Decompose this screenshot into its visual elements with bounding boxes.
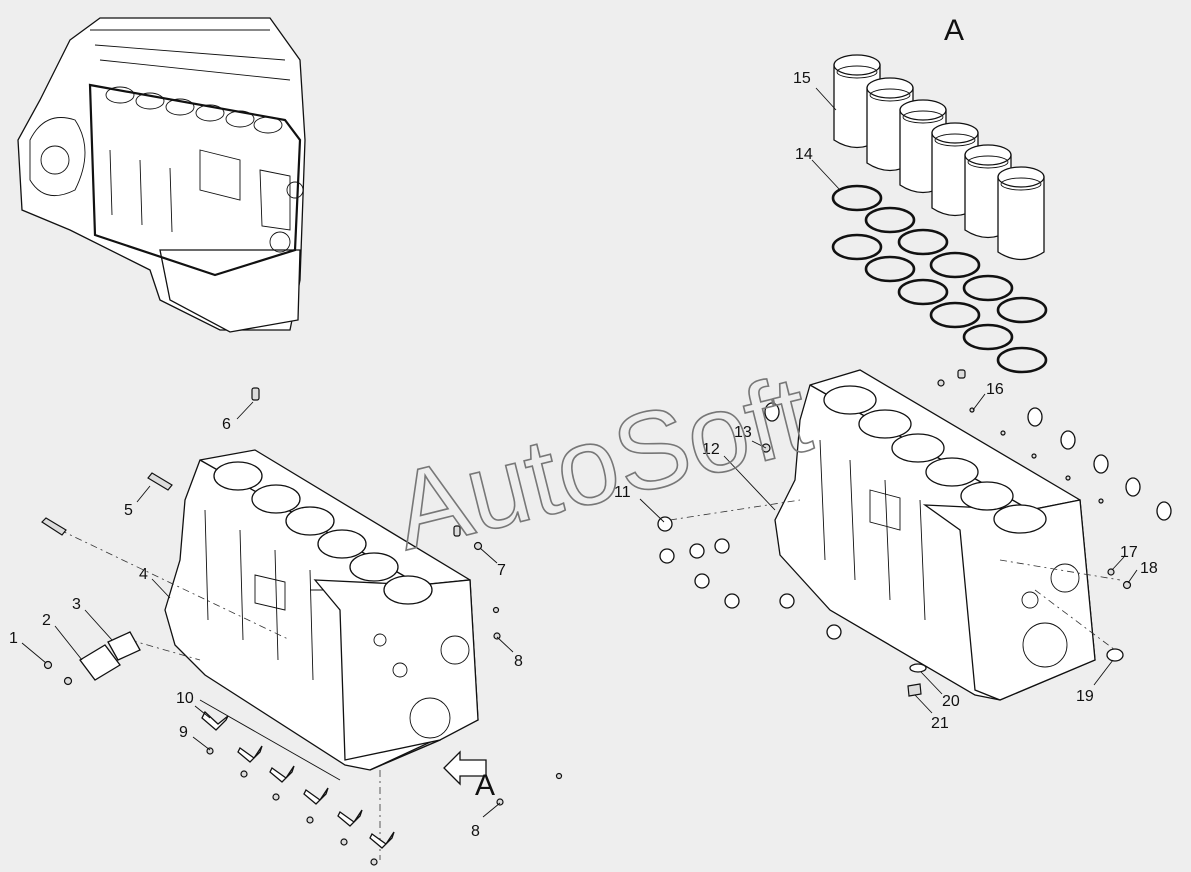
- leader-lines: [21, 87, 1138, 818]
- cylinder-block-right: [669, 369, 1121, 701]
- callout-11: 11: [614, 484, 631, 501]
- gasket-3: [107, 631, 141, 661]
- callout-8-lower: 8: [471, 823, 480, 840]
- callout-14: 14: [795, 146, 813, 163]
- callout-1: 1: [9, 630, 18, 647]
- callout-7: 7: [497, 562, 506, 579]
- callout-15: 15: [793, 70, 811, 87]
- callout-labels: 1 2 3 4 5 6 7 8 8 9 10 11 12 13 14 15 16…: [9, 14, 1158, 840]
- callout-18: 18: [1140, 560, 1158, 577]
- plug-7a: [453, 525, 461, 537]
- callout-17: 17: [1120, 544, 1138, 561]
- view-label-arrow: A: [475, 769, 495, 802]
- bolt-1: [43, 660, 53, 670]
- callout-13: 13: [734, 424, 752, 441]
- dowel-pin-5: [147, 472, 173, 491]
- callout-4: 4: [139, 566, 148, 583]
- expansion-plugs-right: [764, 402, 1172, 521]
- left-small-parts: [41, 387, 563, 866]
- view-arrow-icon: [443, 750, 487, 786]
- plug-7b: [473, 541, 483, 551]
- cylinder-block-left: [59, 449, 487, 860]
- callout-2: 2: [42, 612, 51, 629]
- right-small-parts: [657, 369, 1172, 697]
- callout-3: 3: [72, 596, 81, 613]
- expansion-plugs-left: [657, 516, 842, 640]
- callout-16: 16: [986, 381, 1004, 398]
- callout-19: 19: [1076, 688, 1094, 705]
- nozzle-bolts-9: [206, 747, 378, 866]
- callout-20: 20: [942, 693, 960, 710]
- cylinder-liners: [833, 54, 1045, 261]
- plug-6: [251, 387, 260, 401]
- view-label-top: A: [944, 14, 964, 47]
- cover-2: [79, 644, 121, 681]
- liner-o-rings: [831, 184, 1048, 374]
- engine-overview: [17, 17, 306, 333]
- right-block-bores: [823, 385, 1047, 534]
- engine-overview-bores: [105, 86, 283, 134]
- left-block-bores: [213, 461, 433, 605]
- callout-21: 21: [931, 715, 949, 732]
- watermark-text: AutoSoft: [382, 352, 821, 573]
- dowel-pin-4: [41, 517, 67, 536]
- callout-10: 10: [176, 690, 194, 707]
- callout-9: 9: [179, 724, 188, 741]
- callout-8-upper: 8: [514, 653, 523, 670]
- callout-5: 5: [124, 502, 133, 519]
- callout-12: 12: [702, 441, 720, 458]
- callout-6: 6: [222, 416, 231, 433]
